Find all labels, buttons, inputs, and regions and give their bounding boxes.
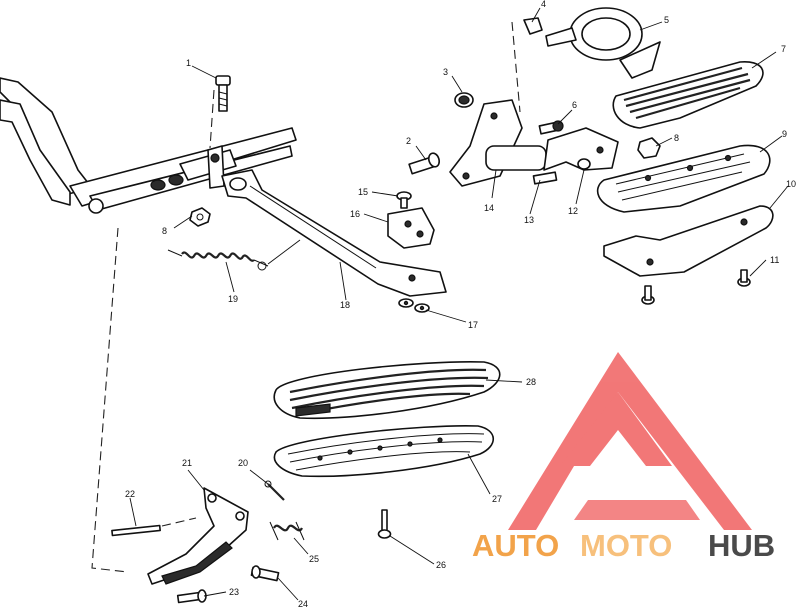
watermark-logo [508, 352, 752, 530]
bracket-part-16 [387, 207, 435, 249]
callout-14: 14 [484, 203, 494, 213]
callout-8-right: 8 [674, 133, 679, 143]
callout-23: 23 [229, 587, 239, 597]
dashed-guide-pin [161, 517, 197, 527]
callout-18: 18 [340, 300, 350, 310]
footboard-pad-part-7 [612, 61, 764, 129]
callout-9: 9 [782, 129, 787, 139]
pin-part-13 [532, 171, 558, 185]
callout-4: 4 [541, 0, 546, 9]
callout-11: 11 [770, 255, 779, 265]
spring-part-19 [167, 249, 269, 271]
mount-part-14 [449, 99, 547, 187]
washers-part-17 [398, 298, 430, 313]
callout-5: 5 [664, 15, 669, 25]
screw-part-26 [377, 509, 392, 539]
watermark-text: AUTO MOTO HUB [472, 528, 775, 563]
callout-7: 7 [781, 44, 786, 54]
callout-24: 24 [298, 599, 308, 608]
plate-part-10 [603, 205, 774, 277]
footboard-part-27 [273, 425, 495, 478]
bolt-part-23 [176, 589, 207, 604]
watermark-auto: AUTO [472, 528, 559, 563]
side-stand-part-18 [221, 169, 447, 297]
dashed-guide-bolt1 [209, 89, 215, 149]
watermark-hub: HUB [708, 528, 775, 563]
bolt-part-2 [408, 152, 441, 175]
leader-lines [129, 7, 789, 601]
frame-tube [0, 77, 297, 214]
callout-16: 16 [350, 209, 360, 219]
callout-15: 15 [358, 187, 368, 197]
spacer-part-3 [454, 92, 474, 108]
bracket-part-12 [543, 127, 619, 171]
callout-numbers: 1 2 3 4 5 6 7 8 8 9 10 11 12 13 14 15 16… [125, 0, 796, 608]
callout-13: 13 [524, 215, 534, 225]
screw-part-15 [396, 191, 412, 209]
watermark-moto: MOTO [580, 528, 672, 563]
bolt-part-1 [215, 75, 231, 112]
dashed-guide-left [91, 227, 129, 573]
horn-part-5 [545, 7, 661, 79]
callout-22: 22 [125, 489, 135, 499]
callout-26: 26 [436, 560, 446, 570]
callout-25: 25 [309, 554, 319, 564]
bolt-part-11 [641, 269, 751, 305]
callout-20: 20 [238, 458, 248, 468]
footboard-pad-part-28 [273, 361, 501, 420]
nut-part-8-left [189, 207, 211, 227]
callout-3: 3 [443, 67, 448, 77]
pin-part-22 [111, 524, 161, 537]
callout-12: 12 [568, 206, 578, 216]
callout-19: 19 [228, 294, 238, 304]
spring-part-25 [269, 521, 305, 541]
callout-1: 1 [186, 58, 191, 68]
callout-6: 6 [572, 100, 577, 110]
callout-28: 28 [526, 377, 536, 387]
pin-part-20 [264, 480, 285, 501]
callout-8-left: 8 [162, 226, 167, 236]
pin-part-6 [538, 120, 564, 135]
nut-part-8-right [637, 137, 661, 159]
callout-10: 10 [786, 179, 796, 189]
callout-17: 17 [468, 320, 478, 330]
callout-21: 21 [182, 458, 192, 468]
dashed-guide-horn [511, 21, 521, 113]
footboard-part-9 [596, 144, 771, 213]
callout-2: 2 [406, 136, 411, 146]
rubber-part-4 [523, 17, 543, 35]
bolt-part-24 [250, 565, 280, 582]
heel-bracket-part-21 [147, 487, 249, 585]
callout-27: 27 [492, 494, 502, 504]
